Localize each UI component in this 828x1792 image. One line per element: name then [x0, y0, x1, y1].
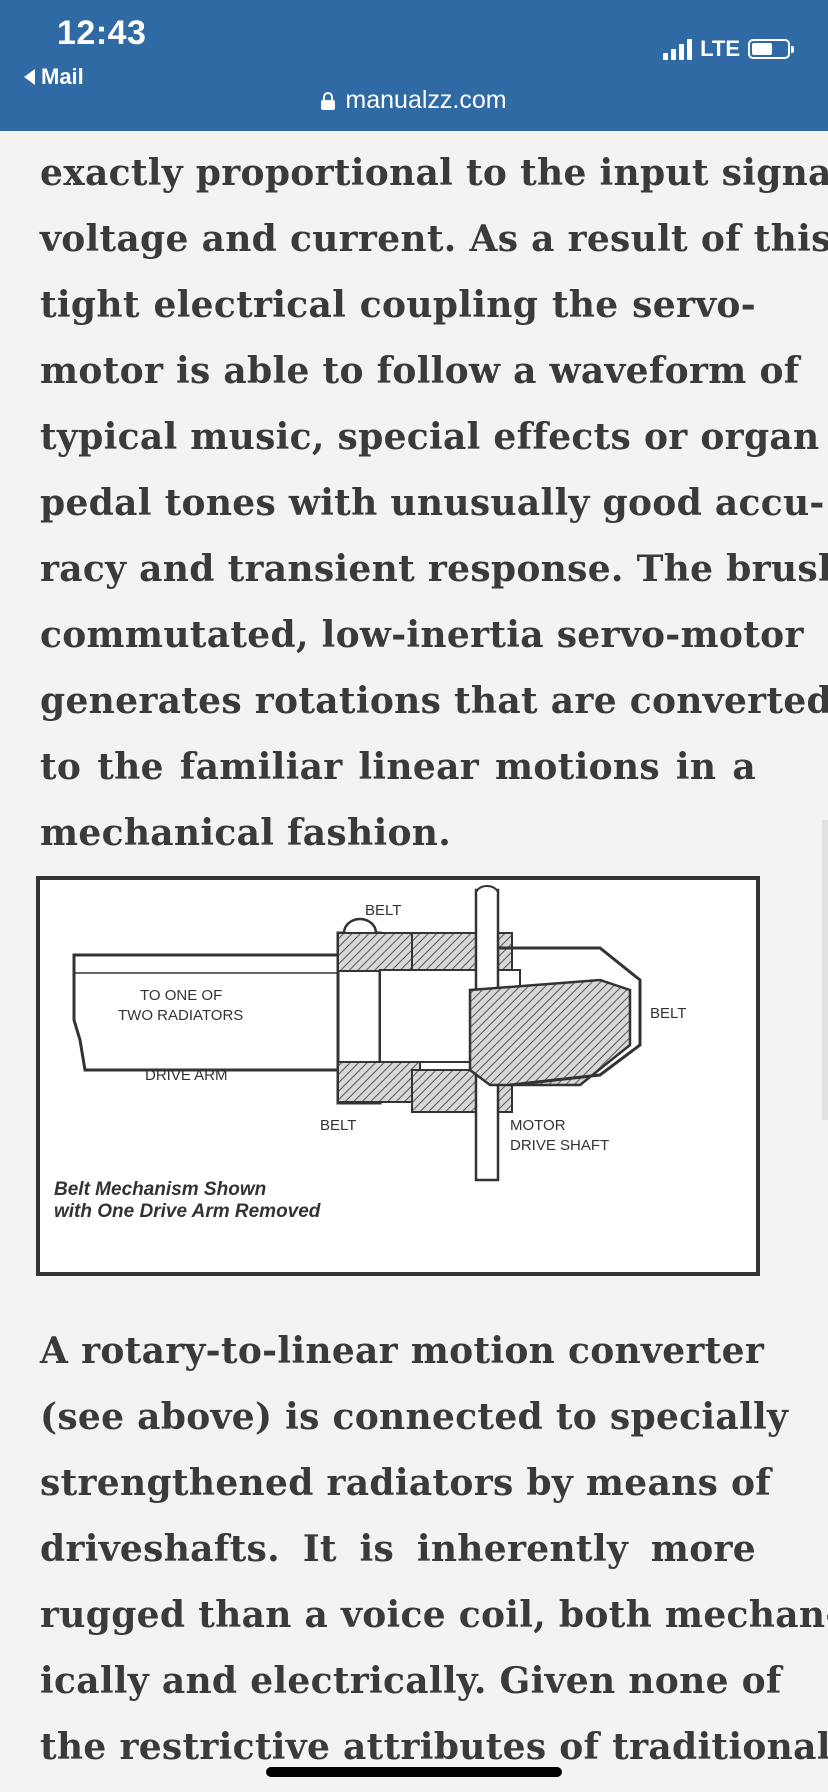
belt-mechanism-figure: BELT TO ONE OF TWO RADIATORS DRIVE ARM B… — [36, 876, 760, 1276]
paragraph-2-line: ically and electrically. Given none of — [40, 1660, 782, 1702]
signal-bars-icon — [663, 38, 693, 60]
battery-icon — [748, 39, 794, 59]
paragraph-2: A rotary-to-linear motion converter (see … — [40, 1318, 828, 1780]
paragraph-1-line: racy and transient response. The brush- — [40, 548, 828, 590]
paragraph-1: exactly proportional to the input signal… — [40, 140, 828, 866]
paragraph-1-line: typical music, special effects or organ — [40, 416, 820, 458]
figure-caption-1: Belt Mechanism Shown — [54, 1179, 266, 1200]
label-radiators-1: TO ONE OF — [140, 987, 222, 1004]
label-radiators-2: TWO RADIATORS — [118, 1007, 243, 1024]
paragraph-1-line: generates rotations that are converted — [40, 680, 828, 722]
back-label: Mail — [41, 64, 84, 89]
paragraph-1-line: to the familiar linear motions in a — [40, 746, 756, 788]
scroll-track[interactable] — [822, 820, 828, 1120]
label-motor-1: MOTOR — [510, 1117, 566, 1134]
label-drive-arm: DRIVE ARM — [145, 1067, 228, 1084]
network-label: LTE — [700, 36, 740, 61]
paragraph-1-line: exactly proportional to the input signal — [40, 152, 828, 194]
paragraph-1-line: pedal tones with unusually good accu- — [40, 482, 825, 524]
paragraph-2-line: A rotary-to-linear motion converter — [40, 1330, 765, 1372]
paragraph-1-line: tight electrical coupling the servo- — [40, 284, 756, 326]
paragraph-2-line: driveshafts. It is inherently more — [40, 1528, 756, 1570]
label-belt-right: BELT — [650, 1005, 686, 1022]
lock-icon — [321, 91, 336, 110]
status-bar: 12:43 Mail LTE manualzz.com — [0, 0, 828, 131]
paragraph-1-line: commutated, low-inertia servo-motor — [40, 614, 804, 656]
url-bar[interactable]: manualzz.com — [0, 86, 828, 115]
figure-caption-2: with One Drive Arm Removed — [54, 1201, 321, 1222]
back-to-mail-button[interactable]: Mail — [24, 64, 84, 90]
paragraph-2-line: the restrictive attributes of traditiona… — [40, 1726, 828, 1768]
belt-mechanism-diagram: BELT TO ONE OF TWO RADIATORS DRIVE ARM B… — [54, 885, 686, 1222]
paragraph-1-line: voltage and current. As a result of this — [40, 218, 828, 260]
back-arrow-icon — [24, 69, 35, 85]
status-indicators: LTE — [663, 36, 794, 62]
clock: 12:43 — [57, 14, 147, 52]
paragraph-1-line: mechanical fashion. — [40, 812, 452, 854]
label-motor-2: DRIVE SHAFT — [510, 1137, 609, 1154]
url-text: manualzz.com — [345, 86, 507, 114]
label-belt-top: BELT — [365, 902, 401, 919]
paragraph-2-line: rugged than a voice coil, both mechan- — [40, 1594, 828, 1636]
paragraph-1-line: motor is able to follow a waveform of — [40, 350, 800, 392]
paragraph-2-line: (see above) is connected to specially — [40, 1396, 789, 1438]
home-indicator[interactable] — [266, 1767, 562, 1777]
label-belt-bottom: BELT — [320, 1117, 356, 1134]
paragraph-2-line: strengthened radiators by means of — [40, 1462, 772, 1504]
